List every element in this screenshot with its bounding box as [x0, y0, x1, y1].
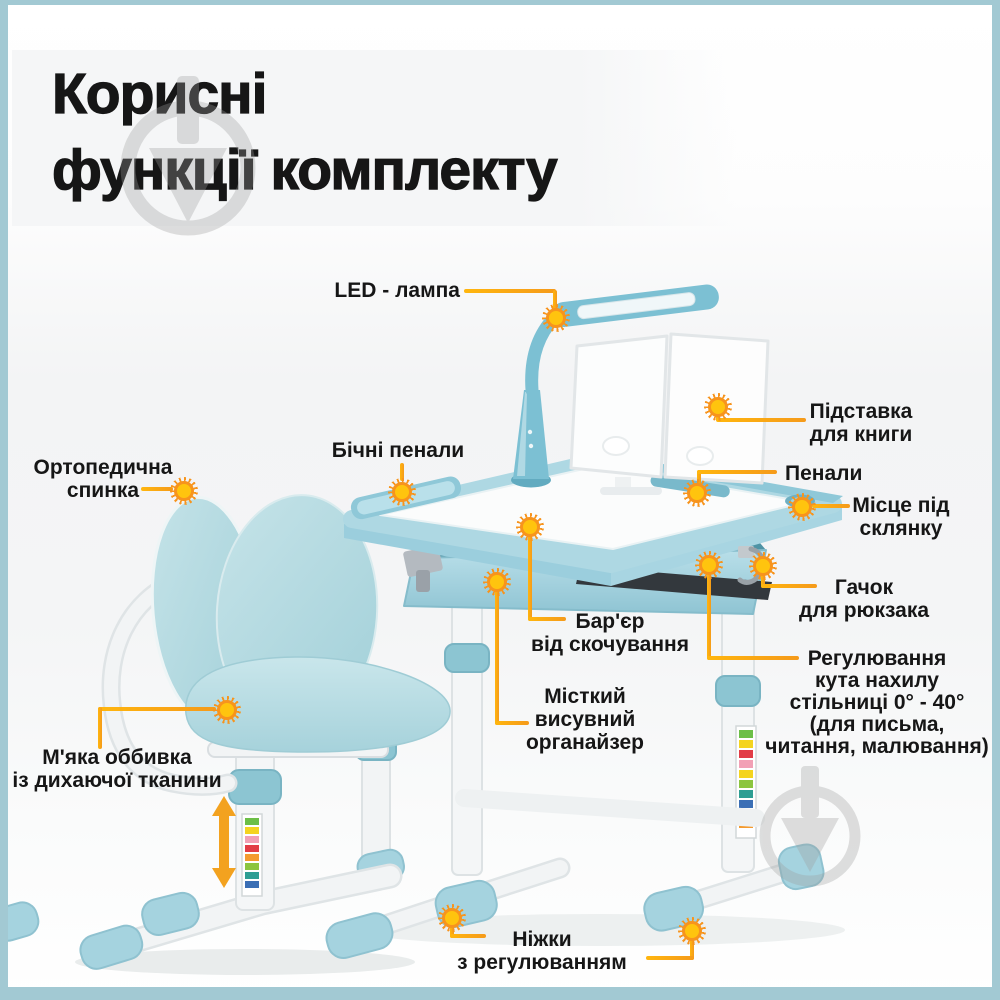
label-line: Регулювання: [807, 647, 947, 670]
connector-led-lamp: [464, 289, 556, 293]
sun-marker-icon: [678, 917, 706, 945]
connector-orthopedic-backrest: [141, 487, 173, 491]
sun-marker-icon: [683, 479, 711, 507]
label-book-stand: Підставка для книги: [791, 400, 931, 446]
connector-adjustable-feet: [646, 956, 694, 960]
sun-marker-icon: [483, 568, 511, 596]
height-adjust-arrow-icon: [212, 796, 236, 892]
desk-crossbar: [455, 789, 765, 827]
label-line: із дихаючої тканини: [12, 769, 222, 792]
connector-book-stand: [716, 418, 806, 422]
label-line: Бар'єр: [575, 610, 645, 633]
label-line: LED - лампа: [334, 279, 460, 302]
label-line: Місткий: [544, 685, 626, 708]
label-line: читання, малювання): [765, 735, 989, 758]
connector-adjustable-feet: [450, 934, 486, 938]
connector-organizer: [495, 588, 499, 725]
title-line: Корисні: [51, 61, 268, 126]
label-line: кута нахилу: [815, 669, 939, 692]
connector-side-pencil-trays: [400, 463, 404, 481]
label-line: Місце під: [852, 494, 950, 517]
connector-cup-holder: [812, 504, 850, 508]
label-tilt-adjustment: Регулювання кута нахилу стільниці 0° - 4…: [762, 648, 992, 758]
connector-adjustable-feet: [690, 936, 694, 960]
desk-feet: [325, 843, 825, 960]
sun-marker-icon: [213, 696, 241, 724]
label-line: Гачок: [834, 576, 894, 599]
page-title: Корисні функції комплекту: [51, 56, 558, 208]
label-line: склянку: [859, 517, 943, 540]
connector-anti-roll-barrier: [528, 533, 532, 621]
sun-marker-icon: [704, 393, 732, 421]
label-backpack-hook: Гачок для рюкзака: [794, 576, 934, 622]
label-orthopedic-backrest: Ортопедична спинка: [33, 456, 173, 502]
sun-marker-icon: [695, 551, 723, 579]
label-line: (для письма,: [809, 713, 945, 736]
label-line: з регулюванням: [457, 951, 627, 974]
connector-organizer: [495, 721, 529, 725]
chair-seat-cushion: [185, 656, 451, 753]
connector-soft-upholstery: [98, 707, 216, 711]
sun-marker-icon: [749, 552, 777, 580]
connector-pencil-trays: [697, 470, 777, 474]
sun-marker-icon: [438, 904, 466, 932]
label-line: стільниці 0° - 40°: [789, 691, 965, 714]
label-led-lamp: LED - лампа: [280, 279, 460, 302]
connector-led-lamp: [553, 290, 557, 310]
desk-illustration: [325, 284, 843, 960]
label-anti-roll-barrier: Бар'єр від скочування: [529, 610, 691, 656]
connector-backpack-hook: [761, 584, 817, 588]
label-cup-holder: Місце під склянку: [831, 494, 971, 540]
height-scale-sticker: [241, 813, 263, 897]
label-line: Підставка: [809, 400, 913, 423]
label-line: Ніжки: [512, 928, 572, 951]
connector-pencil-trays: [697, 470, 701, 486]
chair-armrest-frame: [101, 570, 238, 796]
label-side-pencil-trays: Бічні пенали: [328, 439, 468, 462]
title-banner: [12, 50, 736, 226]
chair-column: [228, 744, 282, 911]
label-pencil-trays: Пенали: [785, 462, 895, 485]
label-line: висувний: [534, 708, 636, 731]
connector-soft-upholstery: [98, 707, 102, 749]
label-line: для книги: [809, 423, 913, 446]
label-soft-upholstery: М'яка оббивка із дихаючої тканини: [12, 746, 222, 792]
connector-tilt-adjustment: [707, 570, 711, 660]
label-organizer: Місткий висувний органайзер: [505, 685, 665, 754]
sun-marker-icon: [388, 478, 416, 506]
sun-marker-icon: [516, 513, 544, 541]
label-line: М'яка оббивка: [42, 746, 192, 769]
sun-marker-icon: [542, 304, 570, 332]
label-line: спинка: [66, 479, 140, 502]
connector-anti-roll-barrier: [528, 617, 566, 621]
label-line: Пенали: [785, 462, 863, 485]
sun-marker-icon: [788, 493, 816, 521]
label-line: органайзер: [525, 731, 645, 754]
label-adjustable-feet: Ніжки з регулюванням: [452, 928, 632, 974]
label-line: від скочування: [531, 633, 689, 656]
label-line: Бічні пенали: [331, 439, 465, 462]
label-line: Ортопедична: [33, 456, 173, 479]
sun-marker-icon: [170, 477, 198, 505]
chair-illustration: [0, 494, 451, 970]
title-line: функції комплекту: [51, 137, 558, 202]
connector-tilt-adjustment: [707, 656, 799, 660]
label-line: для рюкзака: [798, 599, 930, 622]
